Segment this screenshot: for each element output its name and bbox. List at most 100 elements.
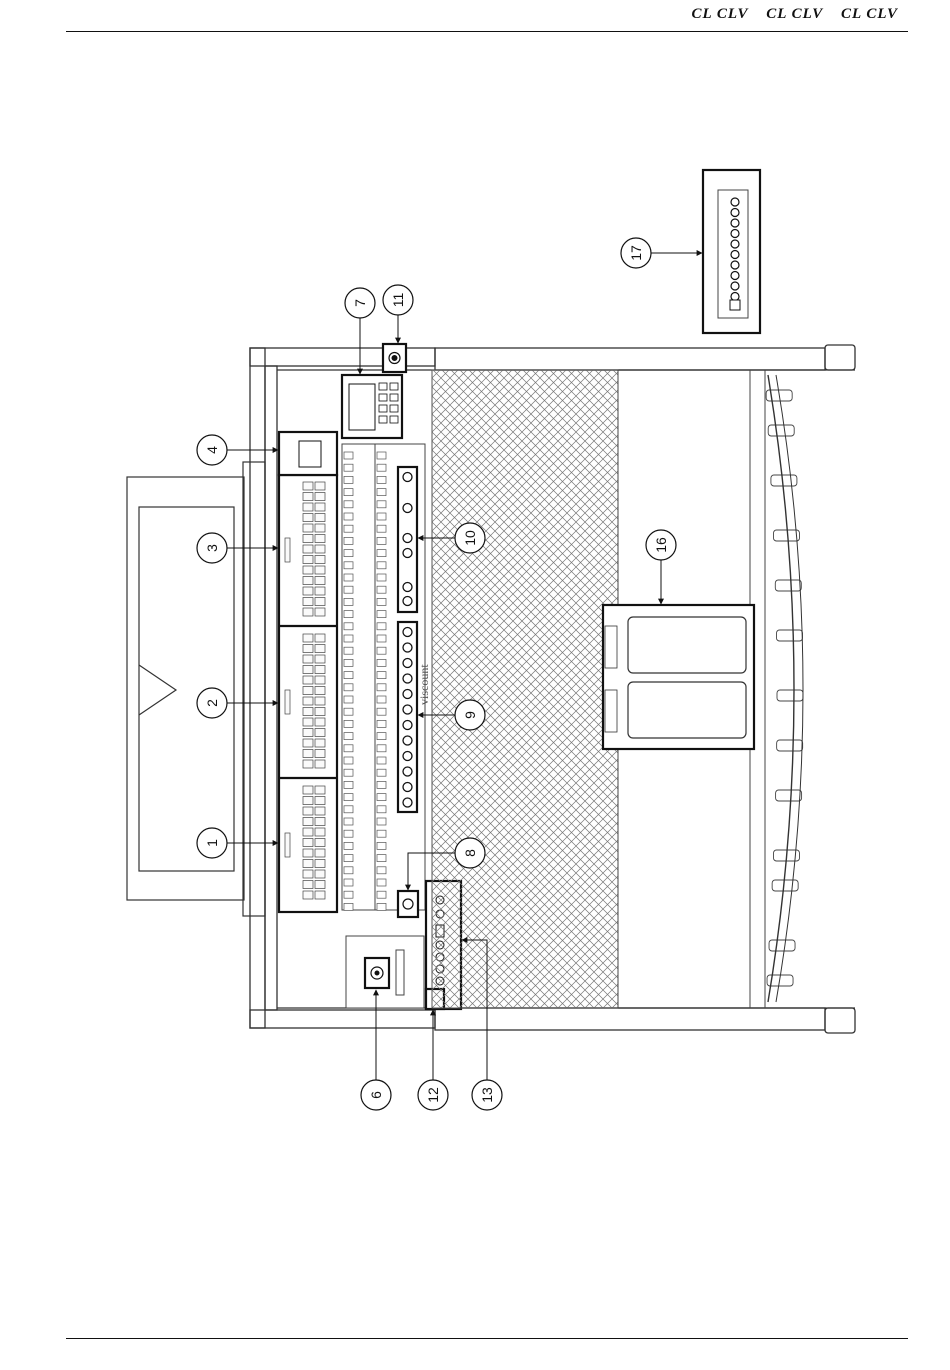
manual-key [377,818,386,825]
manual-key [344,830,353,837]
callout-11: 11 [383,285,413,343]
manual-key [377,537,386,544]
callout-number: 6 [368,1091,384,1099]
panel-label-plate [285,538,290,562]
manual-key [377,794,386,801]
rear-jack [731,198,739,206]
stop-tab [303,524,313,532]
manual-key [377,842,386,849]
rear-jack [731,240,739,248]
piston-10 [403,549,412,558]
stop-tab [315,556,325,564]
callout-number: 1 [204,839,220,847]
callout-3: 3 [197,533,278,563]
stop-tab [315,891,325,899]
rear-jack [731,251,739,259]
stop-tab [315,535,325,543]
callout-1: 1 [197,828,278,858]
stop-tab [303,503,313,511]
manual-key [344,720,353,727]
piston-9 [403,628,412,637]
callout-17: 17 [621,238,702,268]
stop-tab [315,514,325,522]
expression-pedals [603,605,754,749]
manual-key [344,696,353,703]
stop-tab [303,797,313,805]
manual-key [344,818,353,825]
piston-10 [403,597,412,606]
manual-key [377,635,386,642]
stop-tab [303,493,313,501]
manual-key [344,879,353,886]
callout-number: 4 [204,446,220,454]
stop-tab [315,818,325,826]
stop-tab [315,786,325,794]
stop-tab [315,503,325,511]
stop-tab [303,676,313,684]
crosshatch-area [432,370,618,1008]
stop-tab [315,828,325,836]
stop-tab [315,524,325,532]
stop-tab [315,750,325,758]
stop-tab [303,608,313,616]
piston-10 [403,504,412,513]
callout-4: 4 [197,435,278,465]
stop-tab [303,535,313,543]
manual-key [377,611,386,618]
rear-jack [731,293,739,301]
callout-number: 7 [352,299,368,307]
panel-label-plate [285,833,290,857]
manual-key [377,696,386,703]
manual-key [344,501,353,508]
stop-tab [315,860,325,868]
stop-tab [303,697,313,705]
manual-key [377,781,386,788]
item-8 [398,891,418,917]
manual-key [344,781,353,788]
stop-tab [303,566,313,574]
stop-tab [303,860,313,868]
stop-tab [303,739,313,747]
stop-tab [303,708,313,716]
stop-tab [303,687,313,695]
stop-tab [315,545,325,553]
manual-key [377,586,386,593]
manual-key [377,830,386,837]
stop-tab [315,608,325,616]
panel-label-plate [285,690,290,714]
piston-9 [403,659,412,668]
manual-key [377,806,386,813]
manual-key [377,745,386,752]
piston-10 [403,473,412,482]
manual-key [344,842,353,849]
manual-key [344,489,353,496]
stop-tab [303,807,313,815]
callout-number: 10 [462,530,478,546]
manual-key [377,708,386,715]
stop-tab [303,729,313,737]
manual-key [344,574,353,581]
manual-key [377,769,386,776]
stop-tab [315,655,325,663]
manual-key [344,855,353,862]
manual-key [344,867,353,874]
manual-key [377,647,386,654]
rear-jack [731,282,739,290]
piston-9 [403,752,412,761]
pedalboard-curve-inner [776,375,803,1002]
pedal-key [777,740,803,751]
callout-7: 7 [345,288,375,374]
pedal-key [768,425,794,436]
usb-port [730,300,740,310]
callout-2: 2 [197,688,278,718]
manual-key [344,550,353,557]
stop-tab [303,718,313,726]
manual-key [377,452,386,459]
manual-key [377,672,386,679]
stop-tab [315,708,325,716]
manual-key [344,769,353,776]
stop-tab [315,870,325,878]
callout-16: 16 [646,530,676,604]
stop-tab [303,587,313,595]
